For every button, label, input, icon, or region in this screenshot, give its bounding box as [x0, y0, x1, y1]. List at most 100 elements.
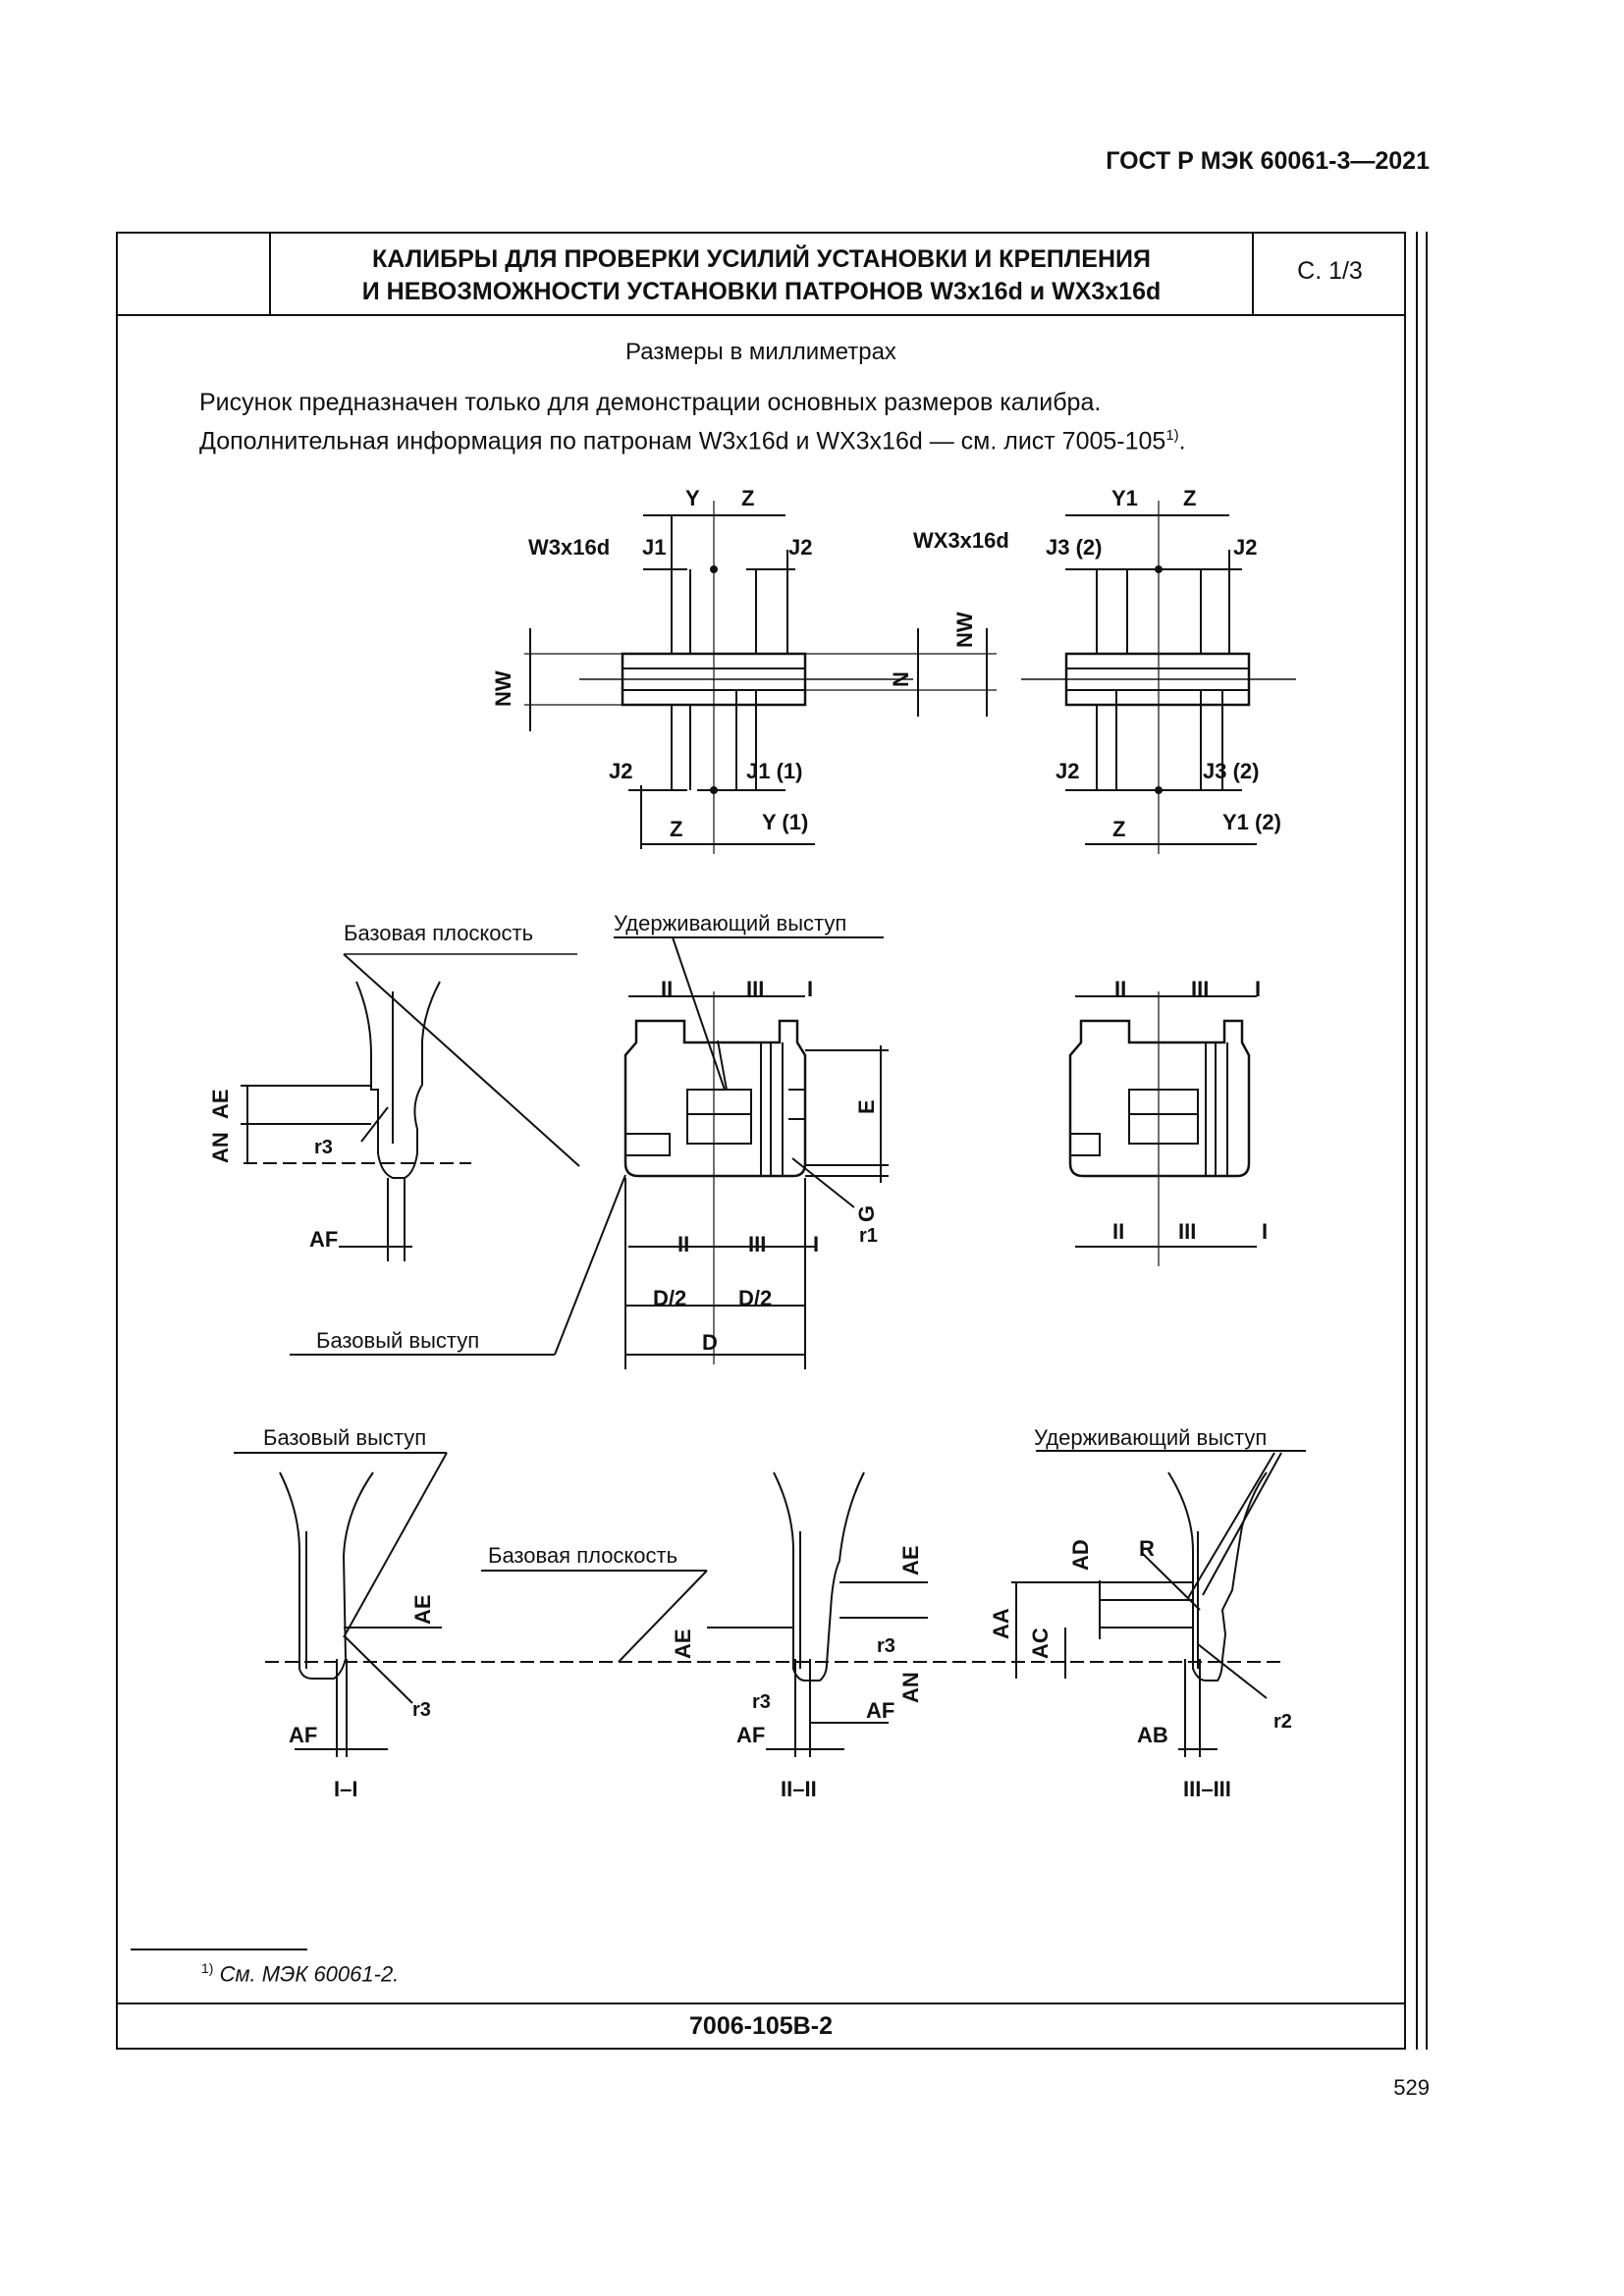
intro-line: Дополнительная информация по патронам W3… [199, 419, 1186, 457]
label-dim: AC [1028, 1628, 1053, 1659]
label-dim: AF [866, 1698, 894, 1723]
label-section: III [746, 977, 764, 1001]
wx3-plan-view [1021, 501, 1296, 854]
label-dim: J3 (2) [1046, 535, 1102, 560]
label-section: II [1112, 1219, 1124, 1244]
label-section: I [807, 977, 813, 1001]
label-dim: J2 [788, 535, 812, 560]
label-section-name: III–III [1183, 1777, 1231, 1801]
label-dim: AN [208, 1132, 233, 1163]
label-dim: AE [671, 1629, 695, 1659]
label-dim: Z [741, 486, 754, 510]
label-dim: Y [685, 486, 700, 510]
label-dim: Z [1112, 817, 1125, 841]
label-dim: D/2 [738, 1286, 772, 1310]
sheet-title-line: КАЛИБРЫ ДЛЯ ПРОВЕРКИ УСИЛИЙ УСТАНОВКИ И … [372, 245, 1151, 273]
intro-line: Рисунок предназначен только для демонстр… [199, 389, 1102, 416]
label-dim: AE [208, 1089, 233, 1119]
sheet-code: 7006-105B-2 [689, 2012, 833, 2040]
label-radius: r3 [314, 1137, 333, 1158]
standard-header: ГОСТ Р МЭК 60061-3—2021 [1106, 147, 1430, 175]
label-dim: AA [989, 1608, 1013, 1639]
label-retaining-boss: Удерживающий выступ [614, 911, 846, 935]
frame-rail [1426, 232, 1428, 2050]
label-dim: Y1 (2) [1222, 810, 1281, 834]
label-dim: AF [736, 1723, 765, 1747]
label-dim: D [702, 1330, 718, 1355]
label-radius: r1 [859, 1225, 878, 1247]
label-dim: Z [670, 817, 682, 841]
label-section: II [661, 977, 673, 1001]
label-w3: W3x16d [528, 535, 610, 560]
label-dim: AN [898, 1672, 923, 1703]
label-dim: J2 [609, 759, 632, 783]
label-dim: NW [491, 670, 515, 707]
label-radius: r2 [1273, 1711, 1292, 1733]
label-base-plane: Базовая плоскость [488, 1543, 677, 1568]
label-wx3: WX3x16d [913, 528, 1009, 553]
page-number: 529 [1393, 2075, 1430, 2100]
intro-text: Рисунок предназначен только для демонстр… [199, 386, 1186, 457]
front-view-middle [290, 991, 889, 1369]
label-radius: r3 [412, 1699, 431, 1721]
footnote-mark: 1) [201, 1960, 214, 1976]
label-section: II [677, 1232, 689, 1256]
label-section: III [1178, 1219, 1196, 1244]
label-dim: AE [410, 1594, 435, 1625]
side-profile-middle [241, 981, 471, 1261]
label-section: II [1114, 977, 1126, 1001]
section-I-I [234, 1452, 448, 1757]
label-base-boss: Базовый выступ [316, 1328, 479, 1353]
label-retaining-boss: Удерживающий выступ [1034, 1425, 1267, 1450]
label-dim: J2 [1056, 759, 1079, 783]
retaining-boss-leader [672, 936, 726, 1091]
footer-rule [116, 2002, 1406, 2004]
title-block-divider [1252, 232, 1254, 316]
label-section: III [1191, 977, 1209, 1001]
label-dim: AF [309, 1227, 338, 1252]
drawing-labels: W3x16d WX3x16d Y Z J1 J2 J2 J1 (1) Z Y (… [208, 486, 1292, 1801]
label-dim: J2 [1233, 535, 1257, 560]
footnote-ref: 1) [1165, 427, 1179, 444]
label-dim: NW [952, 612, 977, 648]
intro-line-text: Дополнительная информация по патронам W3… [199, 427, 1166, 455]
label-dim: D/2 [653, 1286, 686, 1310]
label-dim: N [889, 671, 913, 687]
section-III-III [1011, 1450, 1306, 1757]
front-view-middle-wx3 [1068, 991, 1257, 1266]
label-dim: G [854, 1205, 879, 1222]
base-plane-leader-mid [343, 953, 580, 1167]
title-block-bottom-rule [116, 314, 1406, 316]
label-dim: Y1 [1111, 486, 1138, 510]
label-section: I [813, 1232, 819, 1256]
w3-plan-view [524, 501, 997, 854]
footnote: 1) См. МЭК 60061-2. [201, 1960, 399, 1987]
section-II-II [707, 1471, 928, 1757]
label-dim: J1 (1) [746, 759, 802, 783]
label-dim: Z [1183, 486, 1196, 510]
label-radius: r3 [877, 1635, 895, 1657]
label-section: I [1262, 1219, 1268, 1244]
title-block-divider [269, 232, 271, 316]
sheet-frame [116, 232, 1406, 2050]
sheet-title-line: И НЕВОЗМОЖНОСТИ УСТАНОВКИ ПАТРОНОВ W3x16… [361, 278, 1162, 305]
footnote-rule [131, 1949, 307, 1950]
label-dim: AD [1068, 1539, 1093, 1571]
dimensions-note: Размеры в миллиметрах [625, 339, 896, 365]
label-section: I [1255, 977, 1261, 1001]
label-section-name: I–I [334, 1777, 357, 1801]
label-dim: R [1139, 1536, 1155, 1561]
label-section-name: II–II [781, 1777, 817, 1801]
label-dim: Y (1) [762, 810, 808, 834]
page-reference: С. 1/3 [1297, 257, 1363, 285]
sheet-title: КАЛИБРЫ ДЛЯ ПРОВЕРКИ УСИЛИЙ УСТАНОВКИ И … [273, 243, 1250, 308]
label-dim: J3 (2) [1203, 759, 1259, 783]
label-section: III [748, 1232, 766, 1256]
label-dim: AF [289, 1723, 317, 1747]
footnote-text: См. МЭК 60061-2. [219, 1961, 400, 1987]
intro-line-end: . [1178, 427, 1186, 455]
label-dim: AE [898, 1545, 923, 1575]
frame-rail [1416, 232, 1418, 2050]
label-base-plane: Базовая плоскость [344, 921, 533, 945]
